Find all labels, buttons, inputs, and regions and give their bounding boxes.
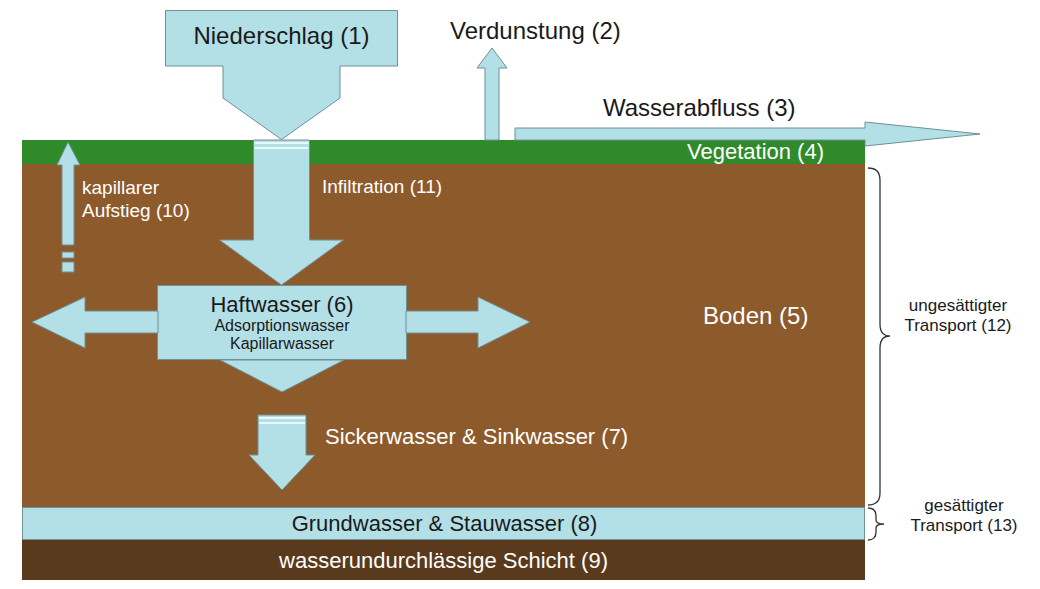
evaporation-arrow: [477, 48, 507, 140]
retention-water-box: Haftwasser (6)Adsorptionswasser Kapillar…: [157, 285, 407, 360]
zone-label-holder: ungesättigter Transport (12): [888, 296, 1028, 336]
runoff-arrow: [515, 122, 980, 146]
zone-label: gesättigter Transport (13): [898, 496, 1030, 536]
stripe: [259, 417, 305, 419]
drain-head: [220, 360, 344, 392]
node-title: Vegetation (4): [687, 140, 824, 164]
flow-arrow: [220, 140, 344, 285]
capillary-dash: [62, 252, 74, 258]
edge-label: Infiltration (11): [322, 176, 442, 197]
arrow-shape: [166, 11, 398, 140]
retention-left-arrow: [32, 297, 158, 348]
node-title: Niederschlag (1): [165, 22, 398, 50]
node-title: Boden (5): [703, 302, 808, 330]
node-body: Adsorptionswasser Kapillarwasser: [200, 317, 365, 353]
node-title: wasserundurchlässige Schicht (9): [22, 548, 865, 573]
node-title: Grundwasser & Stauwasser (8): [23, 511, 866, 536]
process-label: Wasserabfluss (3): [603, 93, 796, 122]
flow-shaft: [249, 415, 315, 490]
retention-right-arrow: [406, 297, 530, 348]
groundwater-band: Grundwasser & Stauwasser (8): [22, 507, 865, 540]
zone-label-holder: gesättigter Transport (13): [898, 496, 1030, 536]
vegetation-band: Vegetation (4): [22, 140, 865, 164]
stripe: [255, 147, 309, 149]
process-label: Verdunstung (2): [450, 16, 621, 45]
edge-label-holder: Sickerwasser & Sinkwasser (7): [325, 424, 628, 450]
zone-label: ungesättigter Transport (12): [888, 296, 1028, 336]
precipitation-arrow: Niederschlag (1): [165, 10, 398, 140]
process-label-holder: Wasserabfluss (3): [603, 93, 796, 122]
stripe: [255, 142, 309, 144]
edge-label: Sickerwasser & Sinkwasser (7): [325, 424, 628, 449]
impermeable-layer: wasserundurchlässige Schicht (9): [22, 540, 865, 580]
flow-shaft: [220, 140, 344, 285]
capillary-rise-arrow: [57, 142, 80, 245]
brace: [868, 168, 890, 505]
stripe: [259, 422, 305, 424]
process-label-holder: Verdunstung (2): [450, 16, 621, 45]
edge-label-holder: Infiltration (11): [322, 176, 442, 198]
process-label-holder: kapillarer Aufstieg (10): [82, 176, 212, 222]
node-title: Haftwasser (6): [166, 292, 398, 317]
capillary-dash: [62, 262, 74, 272]
brace: [868, 508, 884, 540]
process-label: kapillarer Aufstieg (10): [82, 176, 212, 222]
